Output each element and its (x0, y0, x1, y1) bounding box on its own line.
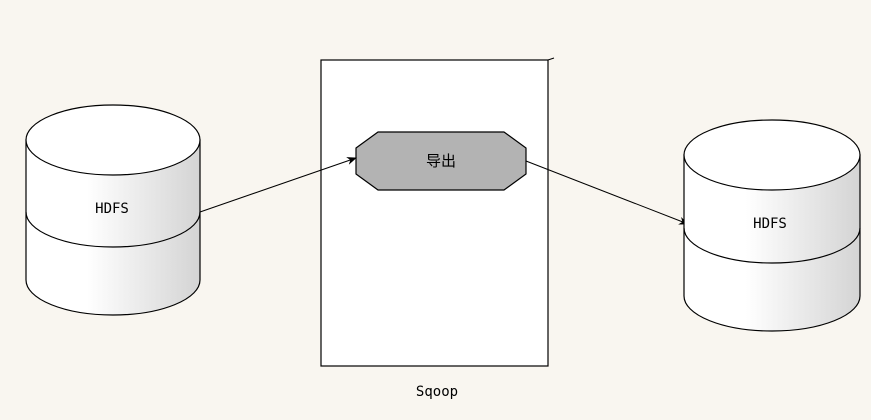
source-hdfs-database: HDFS (25, 104, 201, 316)
source-hdfs-label: HDFS (95, 201, 129, 217)
export-process-label: 导出 (426, 152, 456, 170)
sqoop-container: Sqoop (320, 57, 555, 400)
sqoop-label: Sqoop (416, 384, 458, 400)
export-process-node: 导出 (355, 131, 527, 191)
target-hdfs-label: HDFS (753, 216, 787, 232)
target-hdfs-database: HDFS (683, 119, 861, 332)
arrow-source-to-export (199, 157, 357, 213)
arrow-export-to-target (525, 160, 689, 225)
